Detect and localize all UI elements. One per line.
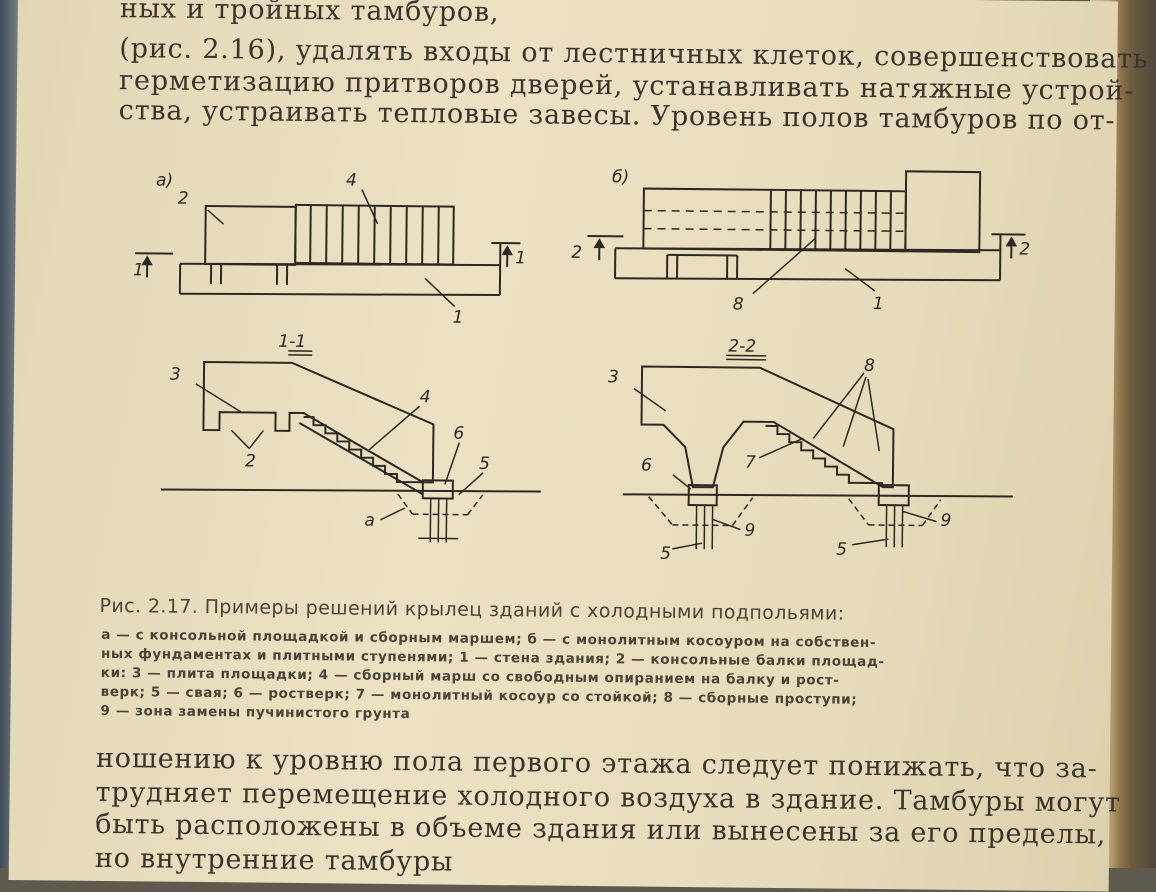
view-a-label: а) <box>156 170 173 190</box>
callout-b-section-right: 2 <box>1019 240 1030 260</box>
callout-s2-5-right: 5 <box>836 540 847 560</box>
view-b-label: б) <box>612 167 629 187</box>
callout-s1-4: 4 <box>420 387 431 407</box>
book-page: ных и тройных тамбуров, (рис. 2.16), уда… <box>9 0 1118 891</box>
callout-a-2: 2 <box>178 189 189 209</box>
callout-b-8: 8 <box>733 295 744 315</box>
callout-s2-7: 7 <box>745 453 756 473</box>
callout-a-4: 4 <box>346 170 357 190</box>
section-2-2 <box>622 354 1014 552</box>
section-1-1 <box>160 350 542 544</box>
section-2-2-label: 2-2 <box>728 336 756 356</box>
callout-s2-9-right: 9 <box>940 511 951 531</box>
callout-s2-5-left: 5 <box>660 544 671 564</box>
callout-b-1: 1 <box>873 294 884 314</box>
callout-s2-6: 6 <box>641 456 652 476</box>
view-b-plan <box>587 168 1026 297</box>
callout-s2-8: 8 <box>864 356 875 376</box>
callout-b-section-left: 2 <box>571 243 582 263</box>
view-a-plan <box>135 187 521 307</box>
callout-s2-3: 3 <box>608 367 619 387</box>
callout-s1-a: а <box>364 511 375 531</box>
callout-s2-9-left: 9 <box>744 521 755 541</box>
callout-a-1: 1 <box>452 308 463 328</box>
section-1-1-label: 1-1 <box>278 332 306 352</box>
callout-s1-2: 2 <box>245 451 256 471</box>
callout-s1-6: 6 <box>453 424 464 444</box>
callout-s1-3: 3 <box>170 365 181 385</box>
caption-line-5: 9 — зона замены пучинистого грунта <box>100 703 410 722</box>
body-line-bottom-4: но внутренние тамбуры <box>95 843 454 878</box>
callout-a-section-left: 1 <box>133 260 144 280</box>
callout-s1-5: 5 <box>479 454 490 474</box>
callout-a-section-right: 1 <box>515 248 526 268</box>
